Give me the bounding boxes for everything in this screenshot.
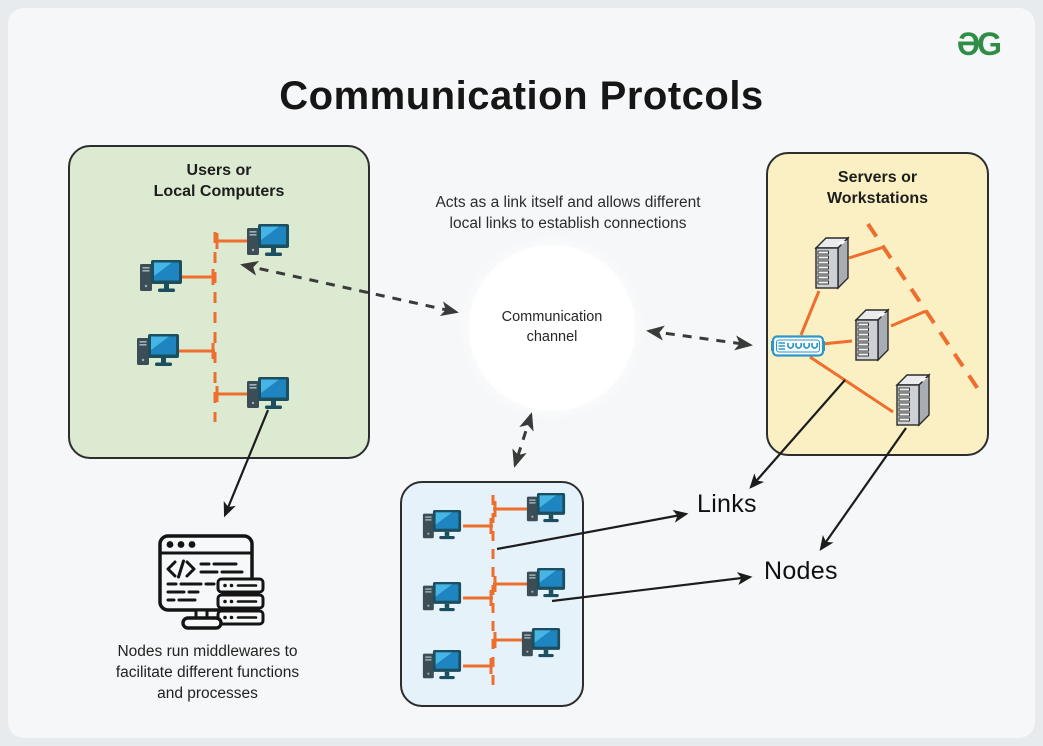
- page-title: Communication Protcols: [279, 74, 764, 118]
- channel-description: Acts as a link itself and allows differe…: [435, 194, 701, 233]
- servers-box-title: Servers or Workstations: [826, 169, 929, 207]
- geeksforgeeks-logo: ƏG: [956, 26, 1002, 62]
- communication-channel-label: Communication channel: [501, 309, 603, 345]
- servers-workstations-box: Servers or Workstations: [766, 152, 989, 456]
- middleware-caption: Nodes run middlewares to facilitate diff…: [115, 643, 300, 703]
- users-box-title: Users or Local Computers: [153, 162, 285, 200]
- links-label: Links: [697, 490, 757, 518]
- communication-channel-node: Communication channel: [469, 245, 635, 411]
- middleware-computers-box: [400, 481, 584, 707]
- users-local-computers-box: Users or Local Computers: [68, 145, 370, 459]
- nodes-label: Nodes: [764, 557, 838, 585]
